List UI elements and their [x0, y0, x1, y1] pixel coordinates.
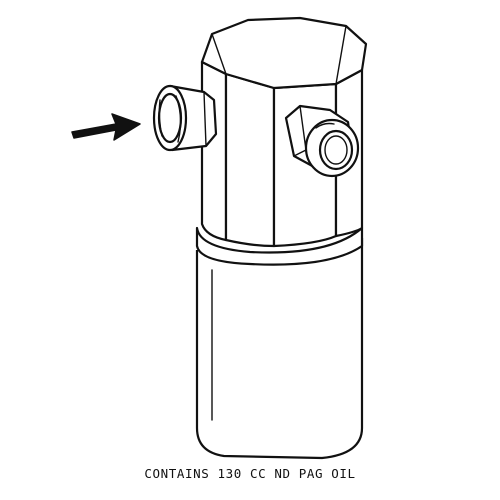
lower-cylinder	[195, 238, 364, 460]
inlet-arrow-icon	[71, 113, 141, 141]
seam-band	[195, 226, 364, 266]
octagonal-head	[200, 16, 368, 248]
oil-capacity-caption: CONTAINS 130 CC ND PAG OIL	[144, 466, 356, 481]
inlet-fitting	[152, 84, 218, 152]
outlet-fitting	[284, 104, 360, 178]
